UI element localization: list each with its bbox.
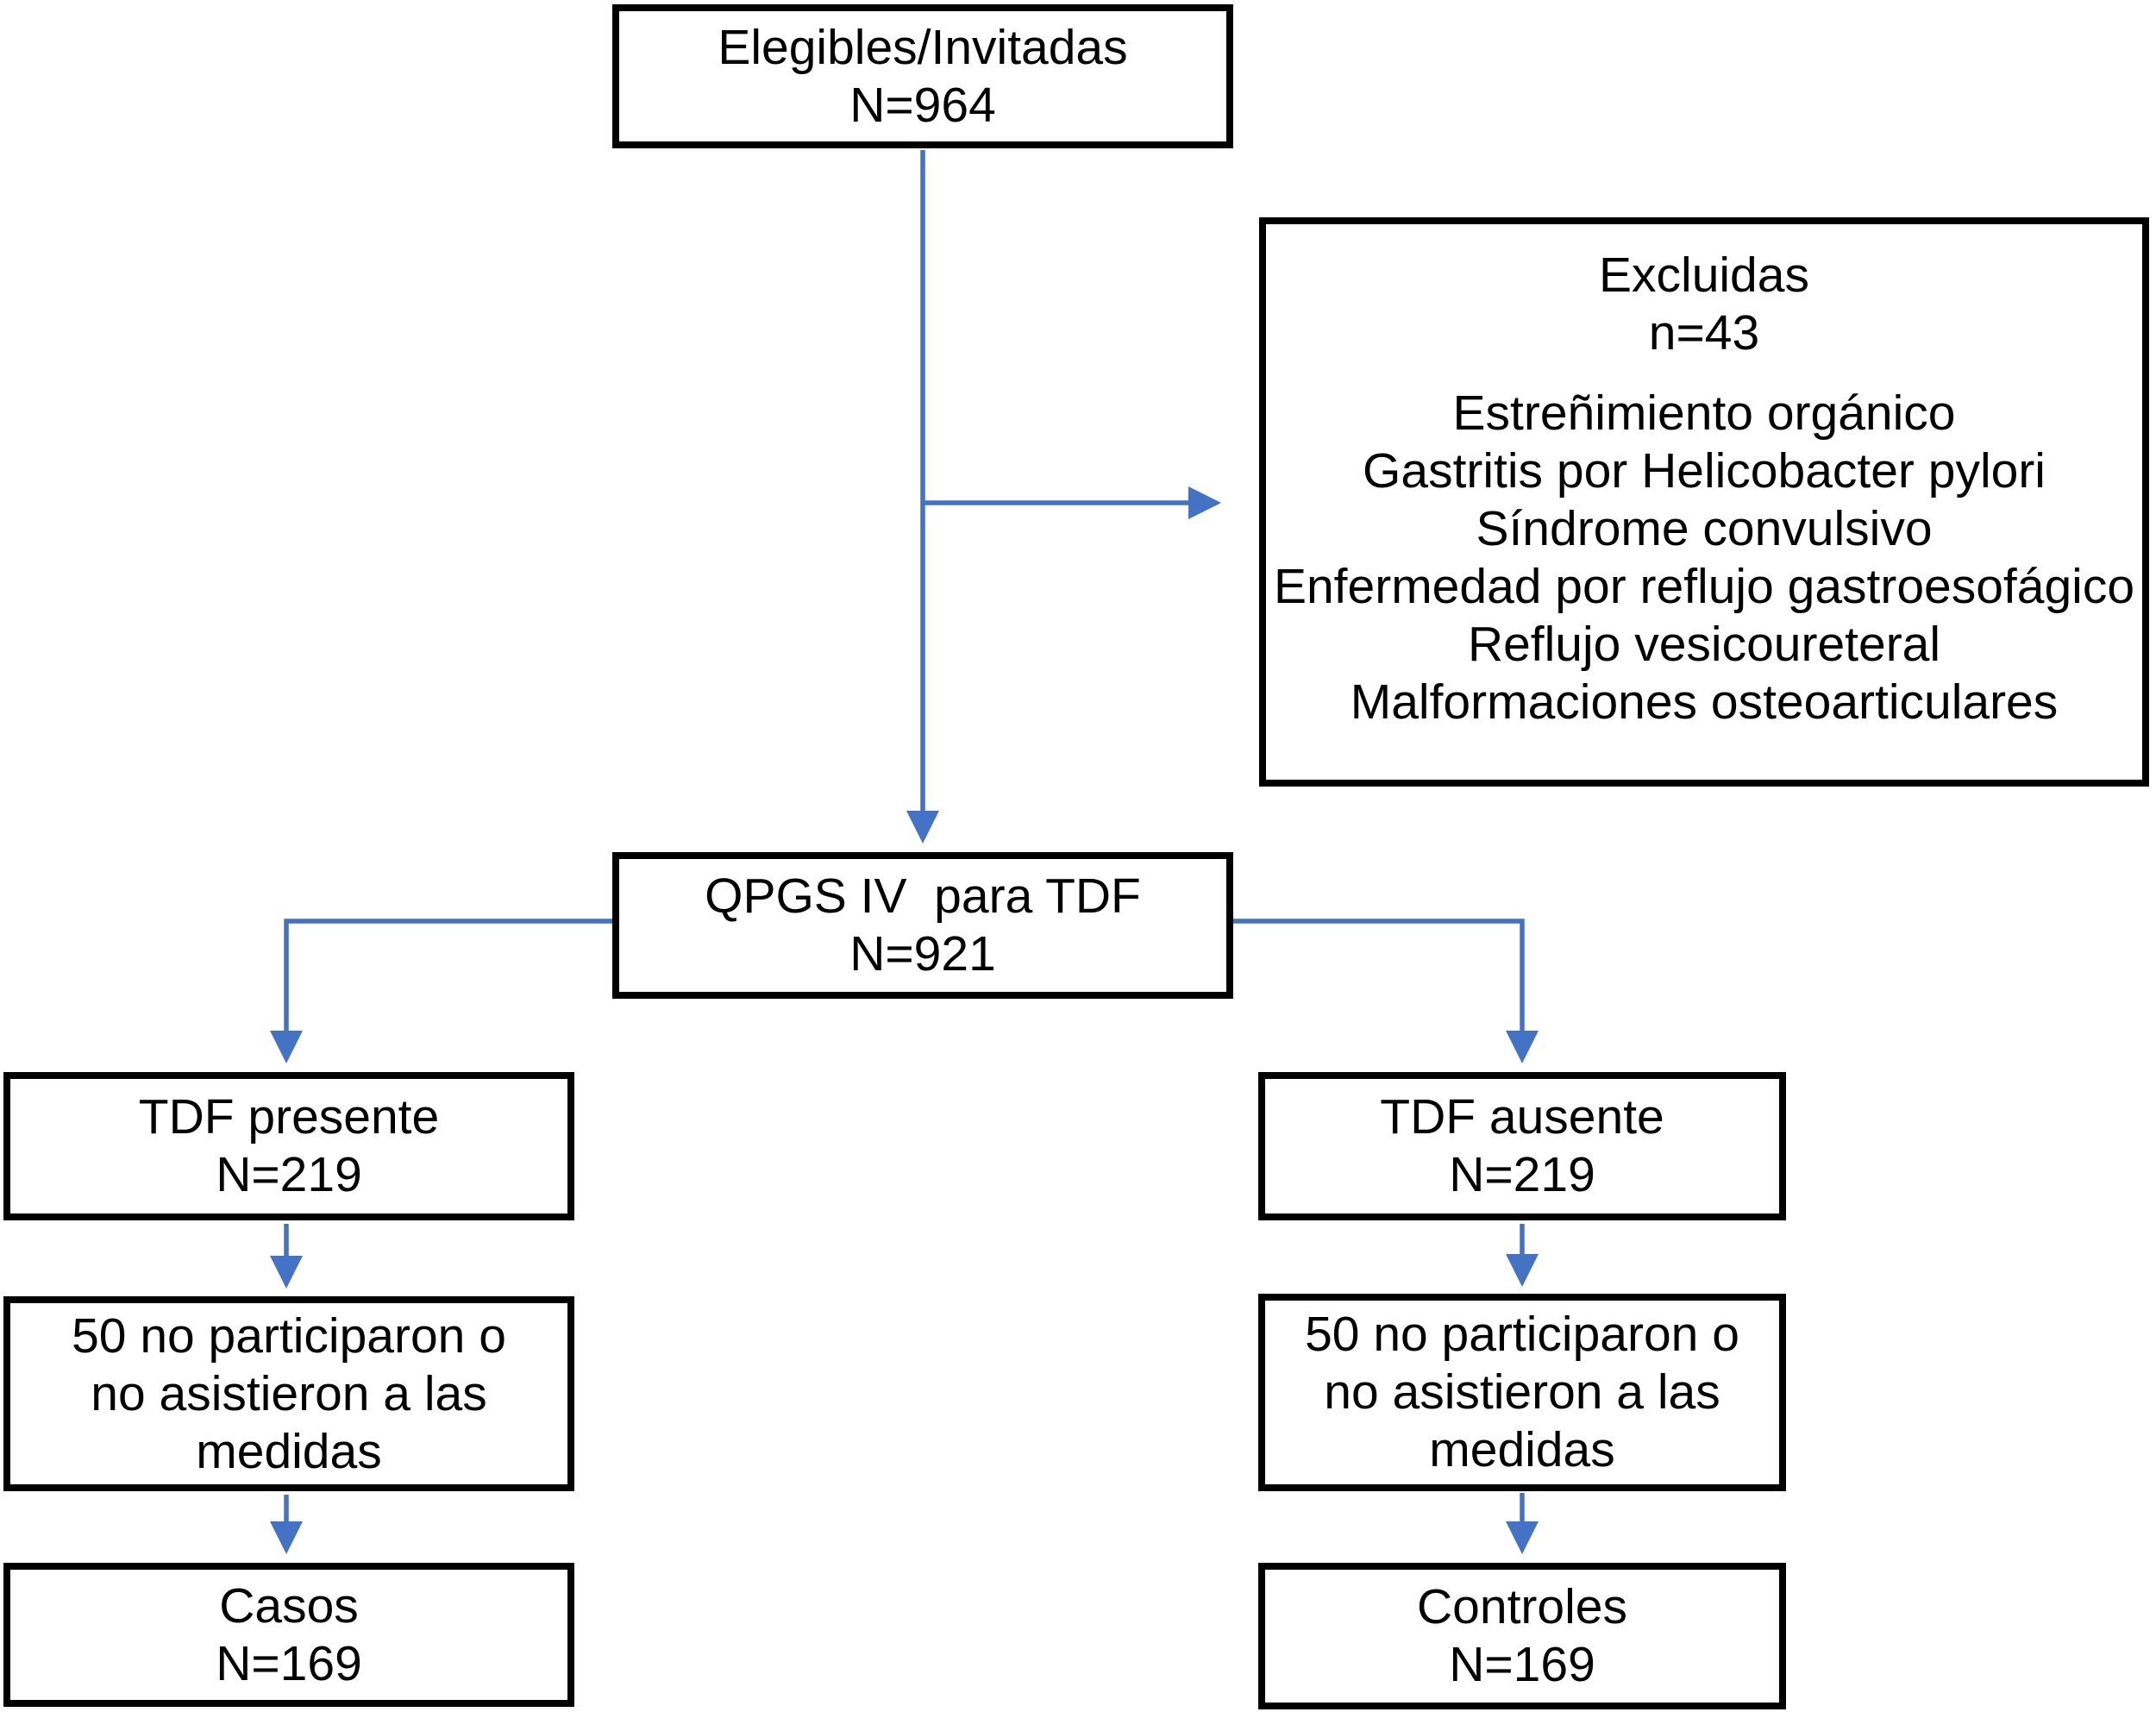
tdf-present-label: TDF presente	[138, 1089, 440, 1144]
dropout-left-line: 50 no participaron o	[72, 1308, 506, 1364]
dropout-right-box: 50 no participaron o no asistieron a las…	[1258, 1294, 1786, 1491]
qpgs-box: QPGS IV para TDF N=921	[612, 852, 1233, 999]
excluded-reason: Malformaciones osteoarticulares	[1350, 674, 2059, 730]
excluded-count: n=43	[1648, 305, 1760, 361]
tdf-absent-label: TDF ausente	[1380, 1089, 1664, 1144]
cases-count: N=169	[216, 1635, 362, 1691]
dropout-left-box: 50 no participaron o no asistieron a las…	[3, 1296, 574, 1491]
excluded-reason: Estreñimiento orgánico	[1452, 386, 1956, 441]
tdf-absent-count: N=219	[1449, 1147, 1595, 1202]
eligible-label: Elegibles/Invitadas	[718, 19, 1128, 75]
excluded-box: Excluidas n=43 Estreñimiento orgánico Ga…	[1259, 217, 2149, 787]
tdf-present-box: TDF presente N=219	[3, 1072, 574, 1220]
excluded-reason: Reflujo vesicoureteral	[1467, 617, 1941, 672]
qpgs-count: N=921	[849, 926, 996, 981]
qpgs-label: QPGS IV para TDF	[705, 869, 1141, 924]
excluded-title: Excluidas	[1599, 248, 1809, 303]
cases-box: Casos N=169	[3, 1563, 574, 1707]
controls-count: N=169	[1449, 1637, 1595, 1692]
controls-label: Controles	[1417, 1579, 1627, 1634]
eligible-count: N=964	[849, 77, 996, 133]
dropout-left-line: medidas	[196, 1423, 382, 1479]
eligible-invited-box: Elegibles/Invitadas N=964	[612, 4, 1233, 148]
excluded-reason: Síndrome convulsivo	[1476, 501, 1933, 556]
arrow-qpgs-to-tdf-absent	[1233, 919, 1539, 1063]
dropout-right-line: no asistieron a las	[1324, 1364, 1720, 1420]
excluded-reason: Gastritis por Helicobacter pylori	[1363, 443, 2046, 499]
excluded-reason: Enfermedad por reflujo gastroesofágico	[1273, 559, 2135, 614]
arrow-qpgs-to-tdf-present	[270, 919, 612, 1063]
dropout-right-line: 50 no participaron o	[1305, 1307, 1739, 1362]
tdf-absent-box: TDF ausente N=219	[1258, 1072, 1786, 1220]
tdf-present-count: N=219	[216, 1147, 362, 1202]
dropout-left-line: no asistieron a las	[91, 1365, 487, 1421]
cases-label: Casos	[219, 1577, 359, 1634]
dropout-right-line: medidas	[1429, 1422, 1615, 1477]
controls-box: Controles N=169	[1258, 1563, 1786, 1709]
